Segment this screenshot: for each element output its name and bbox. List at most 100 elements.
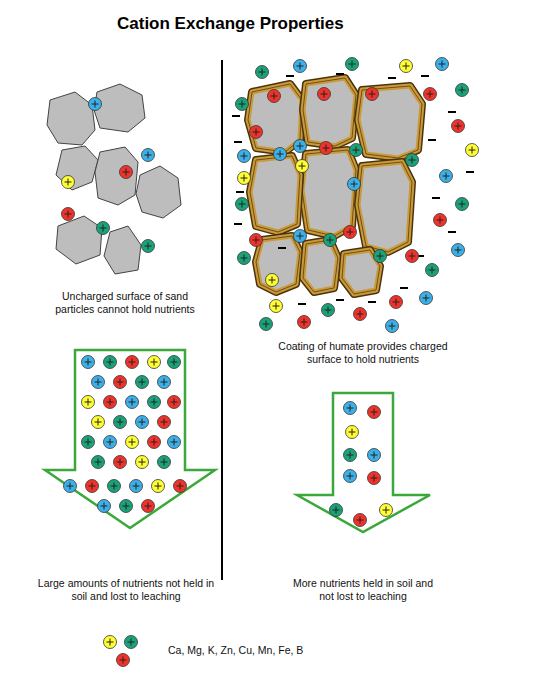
plus-sign	[110, 639, 111, 646]
ion	[89, 98, 102, 111]
plus-sign	[148, 243, 149, 250]
ion-circle	[62, 176, 75, 189]
ion-circle	[148, 356, 161, 369]
ion	[117, 654, 130, 667]
plus-sign	[242, 101, 243, 108]
ion-circle	[142, 500, 155, 513]
plus-sign	[374, 409, 375, 416]
caption-text: More nutrients held in soil and not lost…	[285, 577, 441, 603]
plus-sign	[360, 311, 361, 318]
ion-circle	[368, 472, 381, 485]
plus-sign	[458, 123, 459, 130]
plus-sign	[68, 211, 69, 218]
plus-sign	[352, 61, 353, 68]
ion-circle	[158, 416, 171, 429]
plus-sign	[300, 63, 301, 70]
coated-particles	[248, 78, 422, 294]
humate-coating	[303, 78, 356, 146]
plus-sign	[350, 452, 351, 459]
sand-particle	[95, 147, 138, 205]
plus-sign	[110, 359, 111, 366]
plus-sign	[430, 91, 431, 98]
minus-sign	[448, 111, 456, 113]
plus-sign	[462, 87, 463, 94]
plus-sign	[350, 229, 351, 236]
ion-circle	[114, 416, 127, 429]
ion-circle	[294, 60, 307, 73]
ion	[274, 148, 287, 161]
sand-particle	[136, 166, 181, 218]
ion	[344, 470, 357, 483]
ion	[456, 198, 469, 211]
ion-circle	[82, 356, 95, 369]
plus-sign	[392, 323, 393, 330]
ion	[130, 480, 143, 493]
plus-sign	[432, 267, 433, 274]
ion-circle	[274, 148, 287, 161]
plus-sign	[412, 157, 413, 164]
ion-circle	[120, 500, 133, 513]
ion	[62, 208, 75, 221]
ion	[86, 480, 99, 493]
ion-circle	[330, 504, 343, 517]
ion-circle	[456, 84, 469, 97]
ion-circle	[238, 172, 251, 185]
particle-edge	[358, 86, 422, 158]
ion-circle	[108, 480, 121, 493]
ion-circle	[238, 150, 251, 163]
ion	[104, 636, 117, 649]
ion-circle	[368, 406, 381, 419]
ion	[114, 416, 127, 429]
ion-circle	[126, 356, 139, 369]
plus-sign	[302, 163, 303, 170]
ion-circle	[62, 208, 75, 221]
plus-sign	[244, 175, 245, 182]
ion-circle	[236, 198, 249, 211]
ion	[354, 514, 367, 527]
particle-edge	[358, 162, 412, 252]
ion-circle	[98, 500, 111, 513]
plus-sign	[462, 201, 463, 208]
ion	[256, 66, 269, 79]
ion-circle	[344, 470, 357, 483]
minus-sign	[234, 223, 242, 225]
ion	[344, 402, 357, 415]
ion-circle	[440, 170, 453, 183]
ion-circle	[426, 264, 439, 277]
ion	[250, 126, 263, 139]
ion	[456, 84, 469, 97]
plus-sign	[98, 459, 99, 466]
plus-sign	[440, 217, 441, 224]
ion	[120, 166, 133, 179]
plus-sign	[446, 173, 447, 180]
ion	[62, 176, 75, 189]
ion-circle	[158, 456, 171, 469]
ion	[400, 60, 413, 73]
minus-sign	[400, 287, 408, 289]
ion-circle	[344, 226, 357, 239]
ion	[108, 480, 121, 493]
ion-circle	[324, 234, 337, 247]
plus-sign	[98, 419, 99, 426]
plus-sign	[154, 399, 155, 406]
plus-sign	[380, 253, 381, 260]
ion-circle	[92, 416, 105, 429]
leaching-arrow	[297, 393, 430, 532]
plus-sign	[120, 459, 121, 466]
ion-circle	[126, 436, 139, 449]
ion-circle	[368, 449, 381, 462]
ion	[114, 456, 127, 469]
plus-sign	[126, 169, 127, 176]
sand-particles	[47, 84, 181, 274]
minus-sign	[236, 191, 244, 193]
plus-sign	[131, 639, 132, 646]
ion	[114, 376, 127, 389]
ion	[238, 150, 251, 163]
legend-text: Ca, Mg, K, Zn, Cu, Mn, Fe, B	[168, 644, 303, 657]
ion	[366, 88, 379, 101]
ion-circle	[456, 198, 469, 211]
coated-particle	[250, 156, 300, 232]
ion	[320, 142, 333, 155]
plus-sign	[326, 145, 327, 152]
ion-circle	[366, 88, 379, 101]
